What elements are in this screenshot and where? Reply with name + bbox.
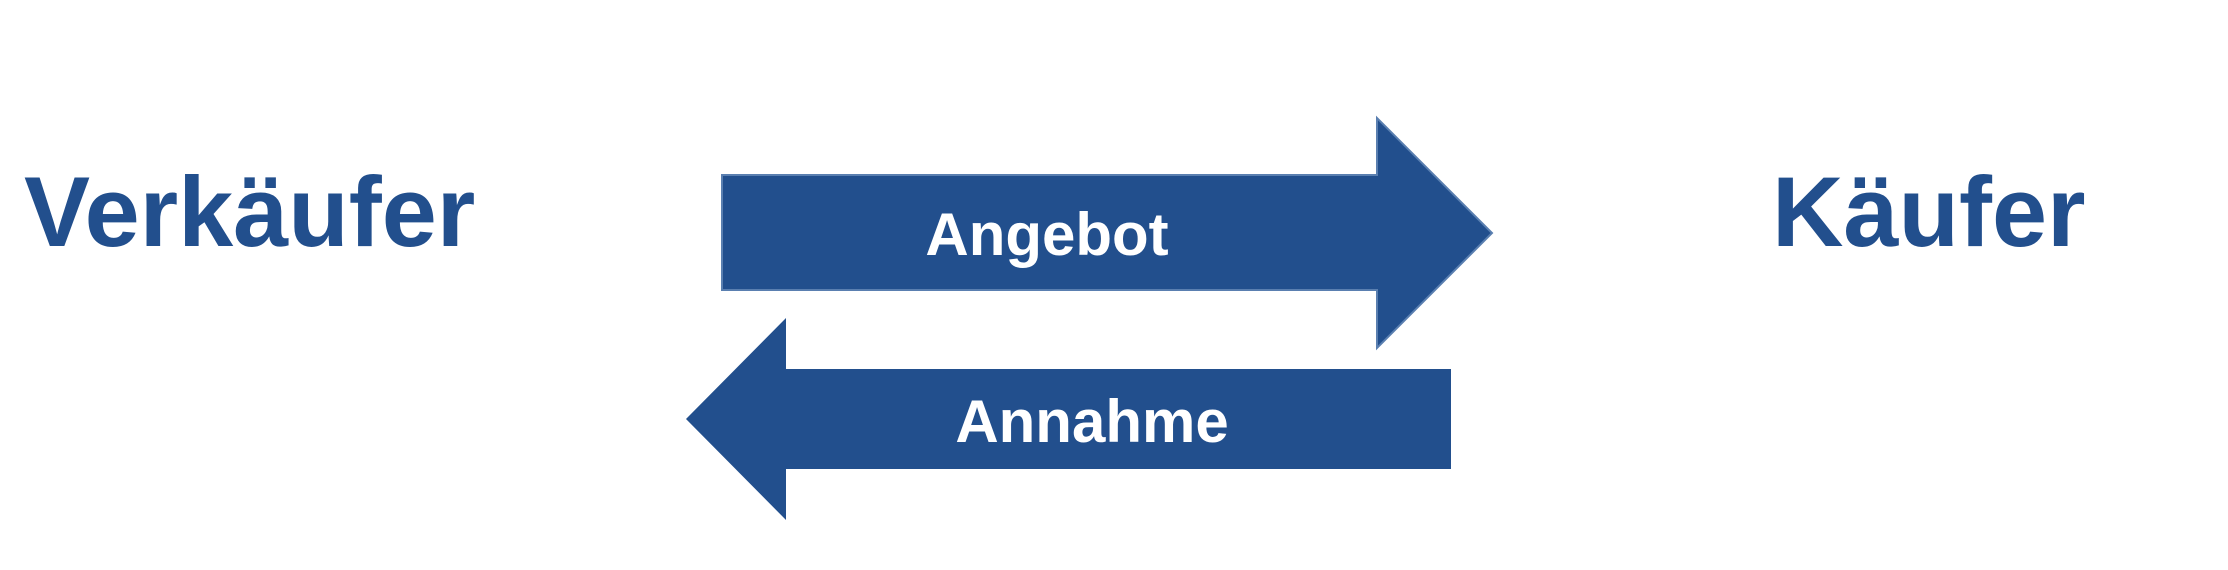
acceptance-arrow: Annahme: [686, 318, 1451, 520]
offer-arrow-shape: [721, 115, 1494, 351]
acceptance-arrow-label: Annahme: [955, 388, 1228, 455]
offer-arrow-label: Angebot: [925, 201, 1168, 268]
offer-arrow: Angebot: [721, 115, 1494, 351]
seller-label: Verkäufer: [24, 156, 476, 267]
buyer-label: Käufer: [1772, 156, 2086, 267]
acceptance-arrow-shape: [686, 318, 1451, 520]
